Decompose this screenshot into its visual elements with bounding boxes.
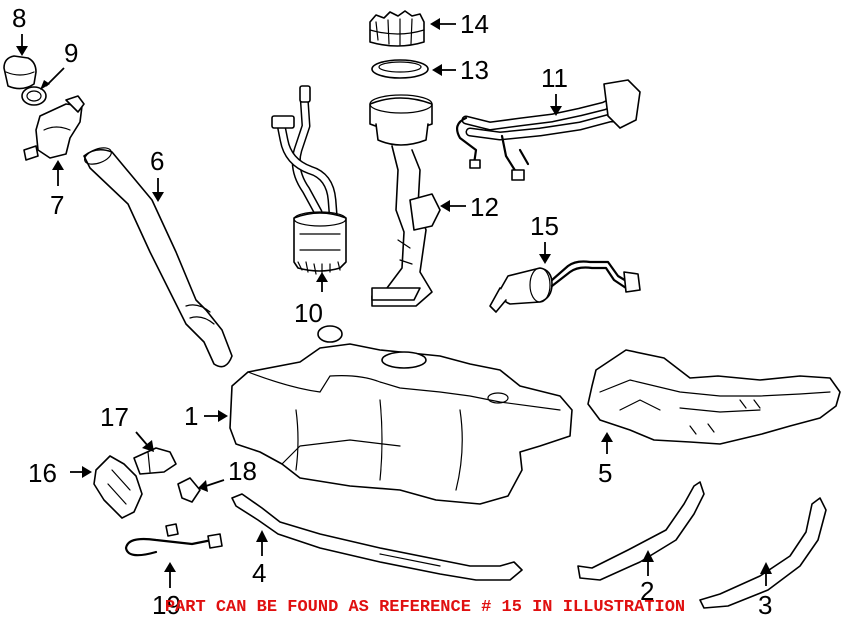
part-7-vent-valve — [23, 95, 85, 161]
part-18-hose-piece — [177, 477, 201, 503]
part-9-cap-gasket — [21, 86, 47, 106]
part-16-bracket — [93, 455, 143, 519]
callout-7: 7 — [50, 190, 64, 220]
callout-10: 10 — [294, 298, 323, 328]
callout-5: 5 — [598, 458, 612, 488]
part-19-sensor-lead — [124, 523, 223, 557]
callout-8: 8 — [12, 3, 26, 33]
callout-18: 18 — [228, 456, 257, 486]
part-11-wiring-harness — [455, 79, 641, 181]
part-13-seal-ring — [371, 59, 429, 79]
part-14-lock-ring — [369, 10, 425, 47]
part-5-heat-shield — [587, 349, 841, 445]
part-1-fuel-tank — [229, 325, 573, 505]
part-15-fuel-filter — [489, 260, 641, 313]
part-12-fuel-sender — [369, 94, 441, 307]
callout-14: 14 — [460, 9, 489, 39]
callout-2: 2 — [640, 576, 654, 606]
callout-19: 19 — [152, 590, 181, 620]
callout-9: 9 — [64, 38, 78, 68]
part-4-tank-strap — [231, 493, 523, 581]
callout-15: 15 — [530, 211, 559, 241]
part-10-fuel-pump — [271, 85, 347, 275]
callout-1: 1 — [184, 401, 198, 431]
part-8-filler-cap — [3, 55, 37, 90]
callout-13: 13 — [460, 55, 489, 85]
leader-arrows — [16, 18, 772, 588]
callout-16: 16 — [28, 458, 57, 488]
callout-3: 3 — [758, 590, 772, 620]
part-6-filler-hose — [83, 147, 233, 368]
part-reference-notice: PART CAN BE FOUND AS REFERENCE # 15 IN I… — [165, 598, 685, 617]
part-17-connector — [133, 447, 177, 475]
callout-12: 12 — [470, 192, 499, 222]
callout-6: 6 — [150, 146, 164, 176]
callout-4: 4 — [252, 558, 266, 588]
callout-11: 11 — [541, 63, 568, 93]
callout-17: 17 — [100, 402, 129, 432]
part-2-tank-strap — [577, 481, 705, 581]
